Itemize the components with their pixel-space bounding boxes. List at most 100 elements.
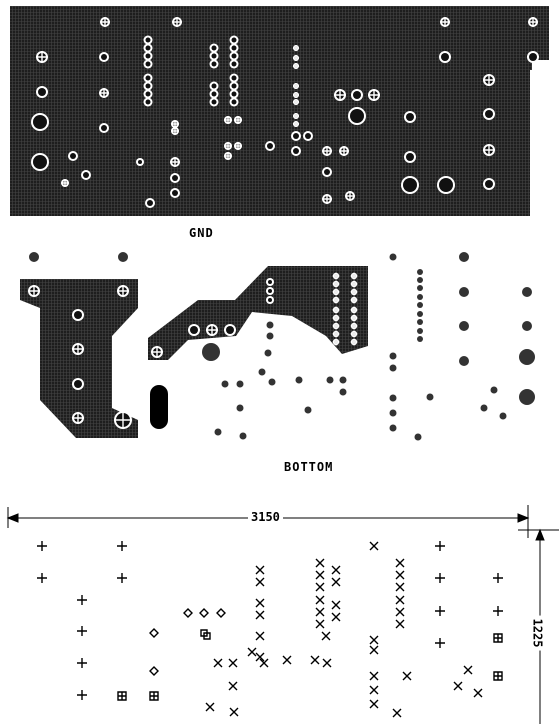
drill-hole — [324, 169, 330, 175]
drill-symbol-cross — [255, 598, 265, 608]
solder-pad — [326, 376, 334, 384]
drill-symbol-diamond — [149, 628, 159, 638]
drill-symbol-cross — [255, 577, 265, 587]
thermal-spoke — [36, 51, 48, 63]
solder-pad — [426, 393, 434, 401]
drill-hole — [231, 99, 237, 105]
solder-pad — [266, 321, 274, 329]
drill-hole — [145, 99, 151, 105]
drill-symbol-cross — [369, 635, 379, 645]
drill-symbol-cross — [255, 565, 265, 575]
thermal-spoke — [171, 127, 179, 135]
solder-pad — [389, 253, 397, 261]
drill-symbol-plus — [435, 606, 445, 616]
drill-symbol-plus — [77, 595, 87, 605]
drill-hole — [406, 113, 414, 121]
drill-hole — [172, 190, 178, 196]
height-dimension-text: 1225 — [530, 615, 545, 651]
gnd-copper-pour — [10, 6, 549, 216]
thermal-spoke — [332, 306, 340, 314]
drill-symbol-cross — [315, 558, 325, 568]
thermal-spoke — [293, 121, 299, 127]
drill-drawing — [6, 505, 559, 724]
drill-symbol-cross — [213, 658, 223, 668]
solder-pad — [480, 404, 488, 412]
thermal-spoke — [345, 191, 355, 201]
drill-symbol-plus — [435, 573, 445, 583]
drill-symbol-cross — [255, 610, 265, 620]
solder-pad — [236, 404, 244, 412]
solder-pad — [236, 380, 244, 388]
drill-symbol-cross — [369, 541, 379, 551]
drill-symbol-cross — [395, 607, 405, 617]
drill-symbol-cross — [331, 600, 341, 610]
drill-hole — [293, 133, 299, 139]
drill-symbol-cross — [331, 565, 341, 575]
drill-hole — [231, 37, 237, 43]
solder-pad — [221, 380, 229, 388]
drill-symbol-cross — [369, 685, 379, 695]
solder-pad — [118, 252, 128, 262]
drill-hole — [33, 155, 47, 169]
drill-hole — [211, 61, 217, 67]
drill-symbol-cross — [229, 707, 239, 717]
drill-symbol-box — [493, 633, 503, 643]
drill-hole — [211, 45, 217, 51]
drill-hole — [293, 148, 299, 154]
drill-symbol-cross — [315, 582, 325, 592]
drill-symbol-cross — [402, 671, 412, 681]
thermal-spoke — [483, 74, 495, 86]
solder-pad — [519, 389, 535, 405]
thermal-spoke — [172, 17, 182, 27]
drill-symbol-cross — [310, 655, 320, 665]
drill-symbol-plus — [77, 658, 87, 668]
drill-hole — [172, 175, 178, 181]
drill-hole — [441, 53, 449, 61]
drill-symbol-plus — [435, 541, 445, 551]
solder-pad — [258, 368, 266, 376]
drill-hole — [147, 200, 153, 206]
drill-symbol-box — [149, 691, 159, 701]
thermal-spoke — [224, 142, 232, 150]
bottom-layer-label: BOTTOM — [284, 460, 334, 474]
thermal-spoke — [293, 99, 299, 105]
thermal-spoke — [350, 330, 358, 338]
drill-hole — [211, 53, 217, 59]
thermal-spoke — [293, 92, 299, 98]
drill-symbol-cross — [282, 655, 292, 665]
drill-hole — [145, 91, 151, 97]
thermal-spoke — [170, 157, 180, 167]
bottom-copper-right — [148, 266, 368, 360]
drill-hole — [190, 326, 198, 334]
thermal-spoke — [332, 330, 340, 338]
drill-hole — [38, 88, 46, 96]
solder-pad — [202, 343, 220, 361]
drill-symbol-plus — [117, 573, 127, 583]
thermal-spoke — [28, 285, 40, 297]
thermal-spoke — [440, 17, 450, 27]
solder-pad — [522, 321, 532, 331]
drill-hole — [74, 311, 82, 319]
drill-hole — [138, 160, 142, 164]
solder-pad — [389, 409, 397, 417]
drill-hole — [145, 45, 151, 51]
thermal-spoke — [332, 296, 340, 304]
drill-symbol-plus — [117, 541, 127, 551]
bottom-slot-pad — [150, 385, 168, 429]
solder-pad — [459, 321, 469, 331]
drill-symbol-cross — [259, 658, 269, 668]
solder-pad — [417, 336, 423, 342]
drill-symbol-cross — [255, 652, 265, 662]
drill-hole — [231, 61, 237, 67]
drill-hole — [231, 91, 237, 97]
thermal-spoke — [368, 89, 380, 101]
drill-hole — [211, 91, 217, 97]
drill-hole — [485, 180, 493, 188]
thermal-spoke — [322, 194, 332, 204]
thermal-spoke — [99, 88, 109, 98]
solder-pad — [459, 356, 469, 366]
thermal-spoke — [350, 280, 358, 288]
thermal-spoke — [350, 272, 358, 280]
thermal-spoke — [332, 288, 340, 296]
